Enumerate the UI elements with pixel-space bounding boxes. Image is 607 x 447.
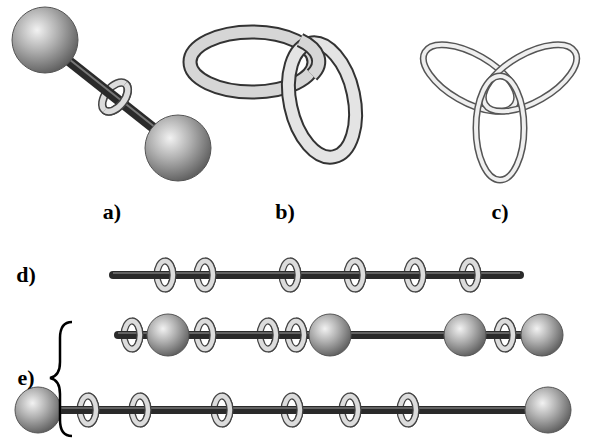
trefoil-knot xyxy=(413,31,587,180)
ring-front xyxy=(205,261,213,289)
catenane xyxy=(190,32,365,163)
axle-highlight xyxy=(40,407,545,409)
stopper-sphere xyxy=(145,115,211,181)
ring-front xyxy=(205,321,213,349)
ring-front xyxy=(88,396,96,424)
ring-front xyxy=(140,396,148,424)
group-brace xyxy=(50,322,72,436)
panel-label: c) xyxy=(491,201,508,223)
panel-label: b) xyxy=(275,201,295,223)
ring-overlap xyxy=(300,40,319,75)
ring-front xyxy=(296,321,304,349)
panel-label: e) xyxy=(17,367,34,389)
stopper-sphere xyxy=(12,7,78,73)
ring-front xyxy=(290,261,298,289)
ring-overlap xyxy=(300,40,319,75)
stopper-sphere xyxy=(15,387,61,433)
ring-outline xyxy=(279,37,366,164)
ring-front xyxy=(105,84,133,116)
polyrotaxane xyxy=(15,387,571,433)
stopper-sphere xyxy=(525,387,571,433)
panel-label: a) xyxy=(103,201,121,223)
ring-band xyxy=(279,37,366,164)
axle xyxy=(40,406,545,414)
ring-front xyxy=(222,396,230,424)
stopper-sphere xyxy=(521,314,563,356)
panel-label: d) xyxy=(16,264,36,286)
ring-front xyxy=(408,396,416,424)
ring-front xyxy=(292,396,300,424)
ring-front xyxy=(415,261,423,289)
stopper-sphere xyxy=(147,314,189,356)
polyrotaxane xyxy=(118,314,563,356)
ring-front xyxy=(505,321,513,349)
ring-front xyxy=(132,321,140,349)
ring-front xyxy=(165,261,173,289)
stopper-sphere xyxy=(309,314,351,356)
rotaxane xyxy=(12,7,211,181)
pseudopolyrotaxane xyxy=(113,261,520,289)
stopper-sphere xyxy=(444,314,486,356)
ring-front xyxy=(355,261,363,289)
ring-front xyxy=(470,261,478,289)
ring-front xyxy=(350,396,358,424)
ring-front xyxy=(268,321,276,349)
